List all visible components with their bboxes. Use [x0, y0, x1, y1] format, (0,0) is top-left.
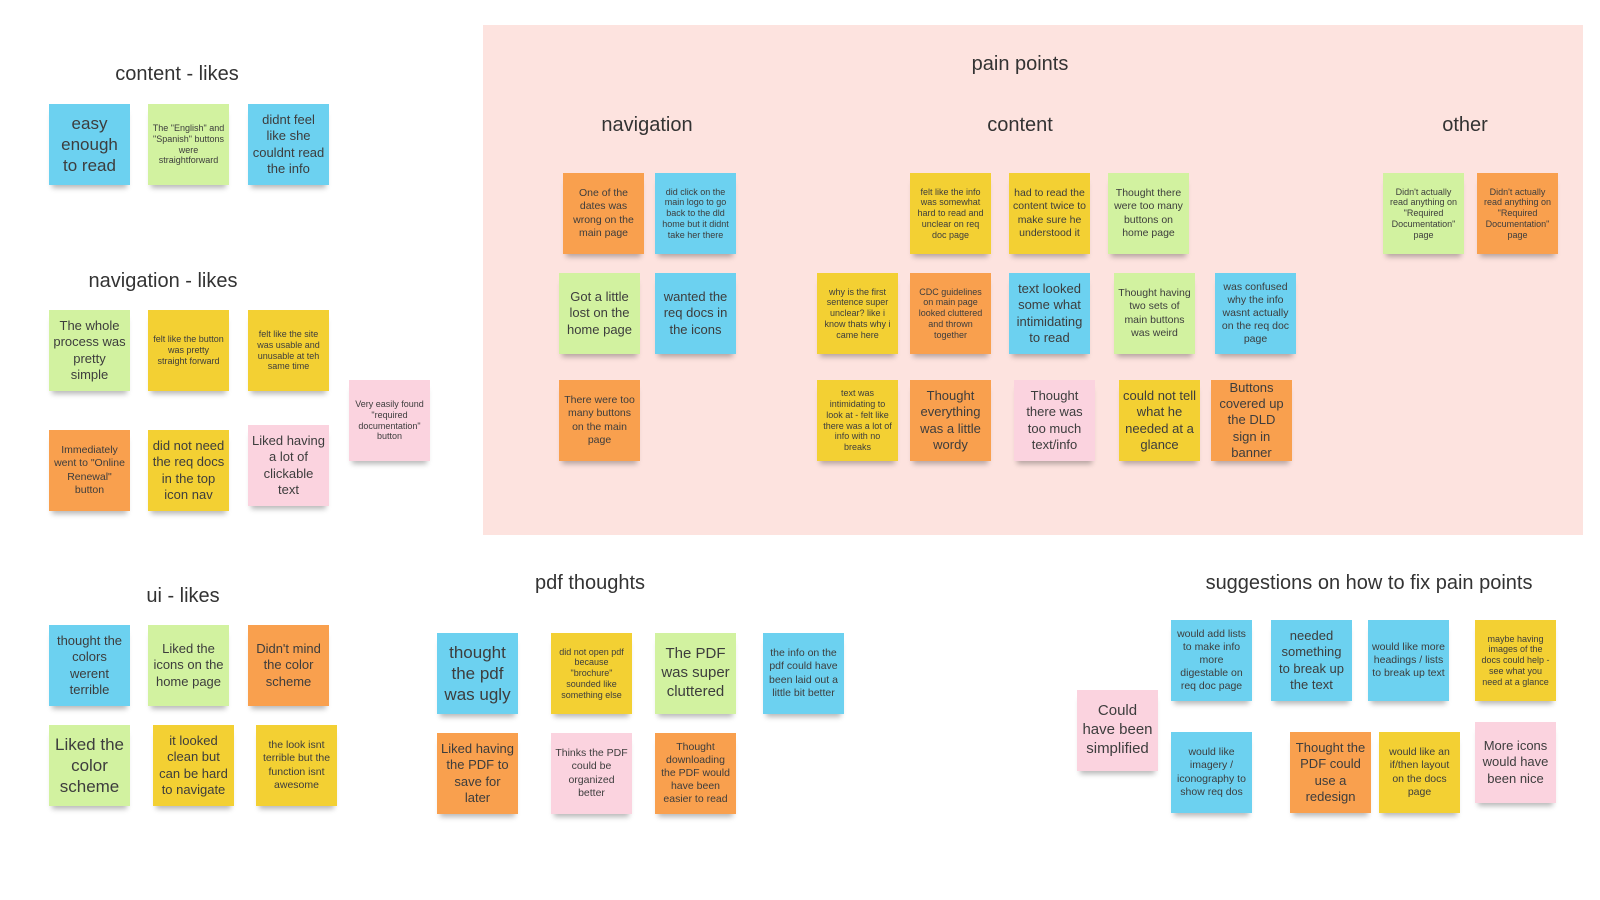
- sticky-note[interactable]: would like imagery / iconography to show…: [1171, 732, 1252, 813]
- sticky-note[interactable]: would like an if/then layout on the docs…: [1379, 732, 1460, 813]
- sticky-note[interactable]: did not need the req docs in the top ico…: [148, 430, 229, 511]
- sticky-note[interactable]: Immediately went to "Online Renewal" but…: [49, 430, 130, 511]
- sticky-note[interactable]: The "English" and "Spanish" buttons were…: [148, 104, 229, 185]
- heading-pdf-thoughts: pdf thoughts: [534, 572, 646, 594]
- sticky-note[interactable]: would add lists to make info more digest…: [1171, 620, 1252, 701]
- sticky-note[interactable]: it looked clean but can be hard to navig…: [153, 725, 234, 806]
- sticky-note[interactable]: Could have been simplified: [1077, 690, 1158, 771]
- sticky-note[interactable]: Thinks the PDF could be organized better: [551, 733, 632, 814]
- sticky-note[interactable]: Liked having the PDF to save for later: [437, 733, 518, 814]
- sticky-note[interactable]: Thought there were too many buttons on h…: [1108, 173, 1189, 254]
- sticky-note[interactable]: didnt feel like she couldnt read the inf…: [248, 104, 329, 185]
- sticky-note[interactable]: More icons would have been nice: [1475, 722, 1556, 803]
- sticky-note[interactable]: the look isnt terrible but the function …: [256, 725, 337, 806]
- sticky-note[interactable]: Got a little lost on the home page: [559, 273, 640, 354]
- sticky-note[interactable]: felt like the button was pretty straight…: [148, 310, 229, 391]
- sticky-note[interactable]: would like more headings / lists to brea…: [1368, 620, 1449, 701]
- sticky-note[interactable]: had to read the content twice to make su…: [1009, 173, 1090, 254]
- heading-navigation-likes: navigation - likes: [88, 270, 238, 292]
- sticky-note[interactable]: Buttons covered up the DLD sign in banne…: [1211, 380, 1292, 461]
- sticky-note[interactable]: maybe having images of the docs could he…: [1475, 620, 1556, 701]
- heading-suggestions: suggestions on how to fix pain points: [1205, 572, 1533, 594]
- sticky-note[interactable]: The whole process was pretty simple: [49, 310, 130, 391]
- sticky-note[interactable]: Very easily found "required documentatio…: [349, 380, 430, 461]
- sticky-note[interactable]: CDC guidelines on main page looked clutt…: [910, 273, 991, 354]
- sticky-note[interactable]: did not open pdf because "brochure" soun…: [551, 633, 632, 714]
- sticky-note[interactable]: Thought downloading the PDF would have b…: [655, 733, 736, 814]
- sticky-note[interactable]: the info on the pdf could have been laid…: [763, 633, 844, 714]
- sticky-note[interactable]: Liked the color scheme: [49, 725, 130, 806]
- sticky-note[interactable]: There were too many buttons on the main …: [559, 380, 640, 461]
- sticky-note[interactable]: One of the dates was wrong on the main p…: [563, 173, 644, 254]
- sticky-note[interactable]: needed something to break up the text: [1271, 620, 1352, 701]
- heading-navigation: navigation: [601, 114, 693, 136]
- sticky-note[interactable]: text was intimidating to look at - felt …: [817, 380, 898, 461]
- sticky-note[interactable]: thought the pdf was ugly: [437, 633, 518, 714]
- sticky-note[interactable]: could not tell what he needed at a glanc…: [1119, 380, 1200, 461]
- sticky-note[interactable]: Thought everything was a little wordy: [910, 380, 991, 461]
- sticky-note[interactable]: Thought the PDF could use a redesign: [1290, 732, 1371, 813]
- sticky-note[interactable]: Didn't mind the color scheme: [248, 625, 329, 706]
- heading-other: other: [1442, 114, 1488, 136]
- heading-pain-points: pain points: [971, 53, 1069, 75]
- sticky-note[interactable]: Thought having two sets of main buttons …: [1114, 273, 1195, 354]
- heading-content: content: [987, 114, 1053, 136]
- sticky-note[interactable]: Didn't actually read anything on "Requir…: [1477, 173, 1558, 254]
- sticky-note[interactable]: thought the colors werent terrible: [49, 625, 130, 706]
- sticky-note[interactable]: Didn't actually read anything on "Requir…: [1383, 173, 1464, 254]
- heading-content-likes: content - likes: [115, 63, 239, 85]
- sticky-note[interactable]: Thought there was too much text/info: [1014, 380, 1095, 461]
- sticky-note[interactable]: easy enough to read: [49, 104, 130, 185]
- heading-ui-likes: ui - likes: [146, 585, 220, 607]
- sticky-note[interactable]: why is the first sentence super unclear?…: [817, 273, 898, 354]
- sticky-note[interactable]: felt like the info was somewhat hard to …: [910, 173, 991, 254]
- sticky-note[interactable]: Liked having a lot of clickable text: [248, 425, 329, 506]
- sticky-note[interactable]: text looked some what intimidating to re…: [1009, 273, 1090, 354]
- sticky-note[interactable]: Liked the icons on the home page: [148, 625, 229, 706]
- sticky-note[interactable]: wanted the req docs in the icons: [655, 273, 736, 354]
- sticky-note[interactable]: The PDF was super cluttered: [655, 633, 736, 714]
- sticky-note[interactable]: did click on the main logo to go back to…: [655, 173, 736, 254]
- sticky-note[interactable]: was confused why the info wasnt actually…: [1215, 273, 1296, 354]
- sticky-note[interactable]: felt like the site was usable and unusab…: [248, 310, 329, 391]
